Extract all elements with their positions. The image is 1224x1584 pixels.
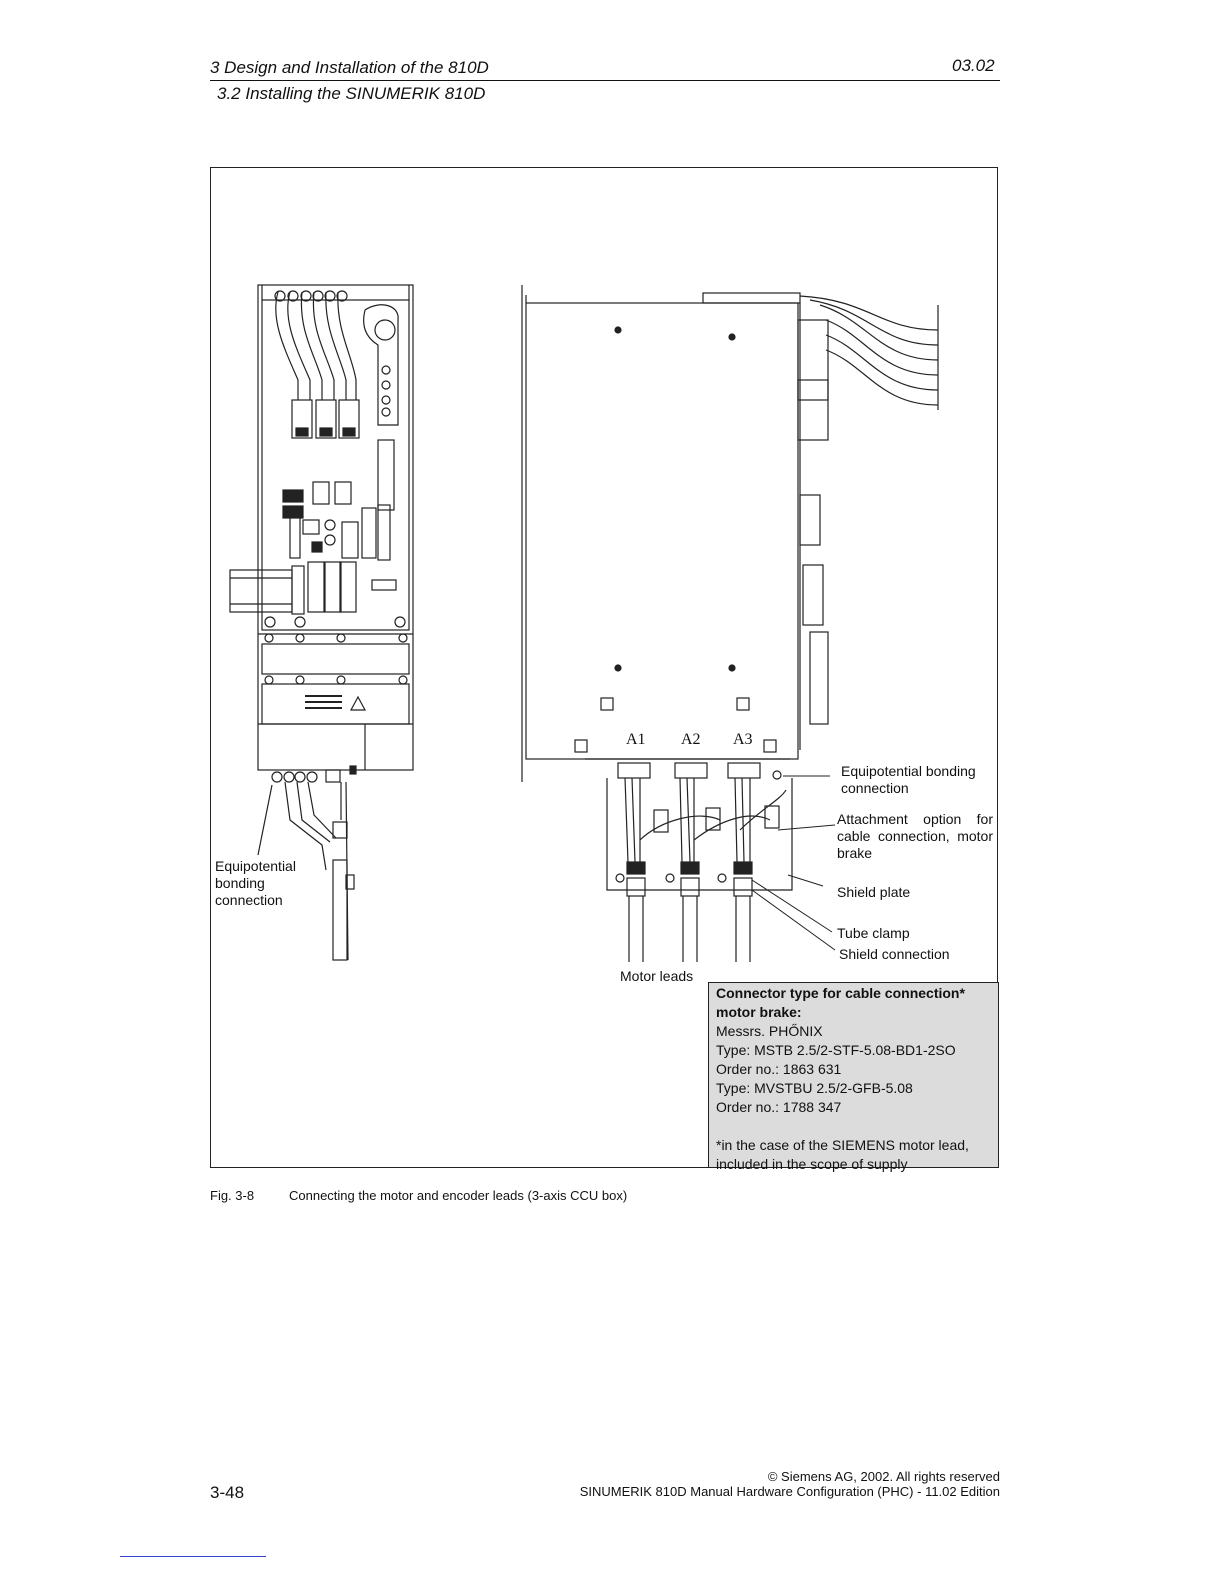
shield-plate-label: Shield plate <box>837 884 911 900</box>
header-rule <box>210 80 1000 81</box>
axis-label-a2: A2 <box>681 731 701 748</box>
attachment-option-label: Attachment option for cable connection, … <box>837 811 993 861</box>
connector-note-2: included in the scope of supply <box>716 1156 908 1172</box>
ccu-box-side-view <box>521 285 939 962</box>
connector-box-title-2: motor brake: <box>716 1004 802 1020</box>
shield-connection-label: Shield connection <box>839 946 950 962</box>
connector-box-title-1: Connector type for cable connection* <box>716 985 965 1001</box>
connector-type-1: Type: MSTB 2.5/2-STF-5.08-BD1-2SO <box>716 1042 956 1058</box>
axis-label-a1: A1 <box>626 731 646 748</box>
link-underline[interactable] <box>120 1556 266 1557</box>
connector-info-box: Connector type for cable connection* mot… <box>708 982 999 1172</box>
axis-label-a3: A3 <box>733 731 753 748</box>
figure-frame <box>210 167 998 1168</box>
ccu-box-front-view <box>229 284 414 961</box>
copyright-notice: © Siemens AG, 2002. All rights reserved <box>767 1469 1000 1484</box>
tube-clamp-label: Tube clamp <box>837 925 910 941</box>
connector-order-1: Order no.: 1863 631 <box>716 1061 842 1077</box>
connector-order-2: Order no.: 1788 347 <box>716 1099 842 1115</box>
left-equipotential-label: Equipotential bonding connection <box>215 858 296 908</box>
label-leaders <box>751 775 836 951</box>
section-title: 3.2 Installing the SINUMERIK 810D <box>217 84 486 103</box>
figure-caption: Connecting the motor and encoder leads (… <box>289 1188 628 1203</box>
motor-leads-label: Motor leads <box>620 968 694 984</box>
connector-note-1: *in the case of the SIEMENS motor lead, <box>716 1137 969 1153</box>
page-number: 3-48 <box>210 1483 245 1502</box>
left-equipotential-leader <box>257 784 273 856</box>
right-equipotential-label: Equipotential bonding connection <box>841 763 976 796</box>
connector-maker: Messrs. PHŐNIX <box>716 1023 823 1039</box>
edition-date: 03.02 <box>952 56 995 75</box>
figure-number: Fig. 3-8 <box>210 1188 255 1203</box>
chapter-title: 3 Design and Installation of the 810D <box>210 58 489 77</box>
connector-type-2: Type: MVSTBU 2.5/2-GFB-5.08 <box>716 1080 913 1096</box>
publication-title: SINUMERIK 810D Manual Hardware Configura… <box>579 1484 1000 1499</box>
